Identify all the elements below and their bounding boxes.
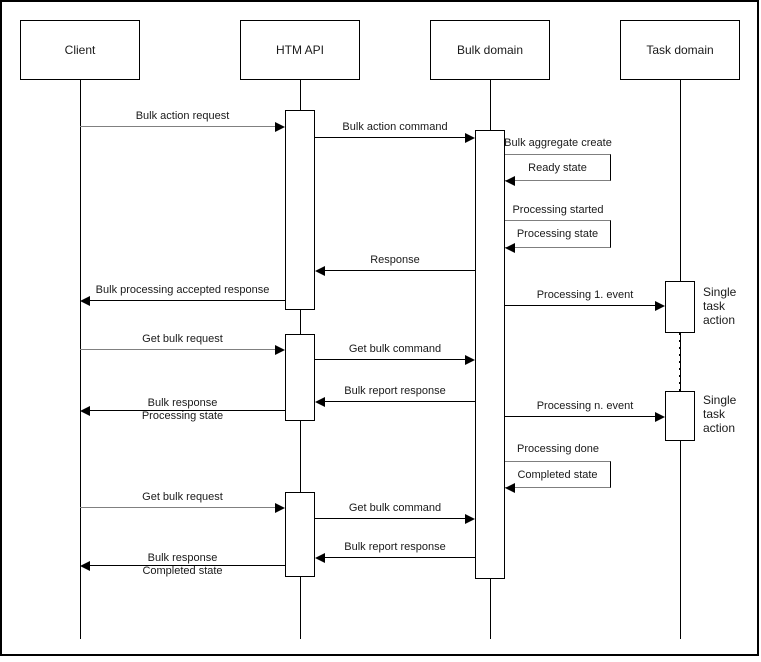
message-line-bulk-report-response [324,401,475,402]
message-arrowhead-bulk-response-completed-state [80,560,90,571]
message-label-processing-n-event: Processing n. event [536,400,634,412]
message-label-bulk-report-response: Bulk report response [344,385,446,397]
message-arrowhead-bulk-action-command [465,132,475,143]
message-line-bulk-action-command [315,137,466,138]
activation-bar-htm-api [285,334,315,421]
message-line-get-bulk-command [315,518,466,519]
message-label-get-bulk-request: Get bulk request [142,333,223,345]
actor-box-client: Client [20,20,140,80]
message-label-line: Completed state [142,565,223,577]
message-arrowhead-bulk-report-response [315,552,325,563]
message-label-line: Bulk response [147,397,218,409]
message-label-response: Response [370,254,420,266]
self-message-title-processing-done: Processing done [517,443,599,455]
message-label-get-bulk-command: Get bulk command [348,343,442,355]
message-line-processing-n-event [505,416,656,417]
message-arrowhead-get-bulk-request [275,344,285,355]
self-message-box-bulk-aggregate-create: Ready state [505,154,611,181]
message-label-bulk-action-command: Bulk action command [342,121,448,133]
message-line-get-bulk-request [80,349,276,350]
message-label-get-bulk-command: Get bulk command [348,502,442,514]
message-line-bulk-report-response [324,557,475,558]
activation-bar-task-domain [665,281,695,333]
self-message-arrowhead-bulk-aggregate-create [505,175,515,186]
message-label-line: Bulk response [147,552,218,564]
lifeline-client [80,80,81,639]
activation-bar-htm-api [285,492,315,577]
self-message-title-processing-started: Processing started [512,204,604,216]
activation-bar-htm-api [285,110,315,310]
self-message-box-processing-done: Completed state [505,461,611,488]
message-line-bulk-action-request [80,126,276,127]
activation-bar-bulk-domain [475,130,505,579]
message-line-get-bulk-command [315,359,466,360]
message-label-bulk-report-response: Bulk report response [344,541,446,553]
message-arrowhead-get-bulk-request [275,502,285,513]
message-line-processing-1-event [505,305,656,306]
self-message-arrowhead-processing-started [505,242,515,253]
message-arrowhead-get-bulk-command [465,354,475,365]
message-line-response [324,270,475,271]
self-message-arrowhead-processing-done [505,482,515,493]
message-arrowhead-get-bulk-command [465,513,475,524]
task-dotted-connector [679,333,681,391]
message-line-bulk-processing-accepted-response [89,300,285,301]
message-arrowhead-bulk-processing-accepted-response [80,295,90,306]
message-label-processing-1-event: Processing 1. event [536,289,634,301]
self-message-box-processing-started: Processing state [505,220,611,248]
message-label-line: Processing state [141,410,224,422]
actor-box-bulk-domain: Bulk domain [430,20,550,80]
actor-box-htm-api: HTM API [240,20,360,80]
actor-box-task-domain: Task domain [620,20,740,80]
single-task-action-note: Single task action [703,285,737,327]
message-arrowhead-processing-n-event [655,411,665,422]
message-arrowhead-bulk-action-request [275,121,285,132]
single-task-action-note: Single task action [703,393,737,435]
message-label-bulk-processing-accepted-response: Bulk processing accepted response [95,284,270,296]
message-line-bulk-response-processing-state [89,410,285,411]
message-arrowhead-response [315,265,325,276]
message-line-bulk-response-completed-state [89,565,285,566]
message-label-bulk-action-request: Bulk action request [135,110,230,122]
message-label-get-bulk-request: Get bulk request [142,491,223,503]
self-message-title-bulk-aggregate-create: Bulk aggregate create [504,137,612,149]
activation-bar-task-domain [665,391,695,441]
message-arrowhead-bulk-report-response [315,396,325,407]
message-arrowhead-bulk-response-processing-state [80,405,90,416]
message-arrowhead-processing-1-event [655,300,665,311]
message-line-get-bulk-request [80,507,276,508]
